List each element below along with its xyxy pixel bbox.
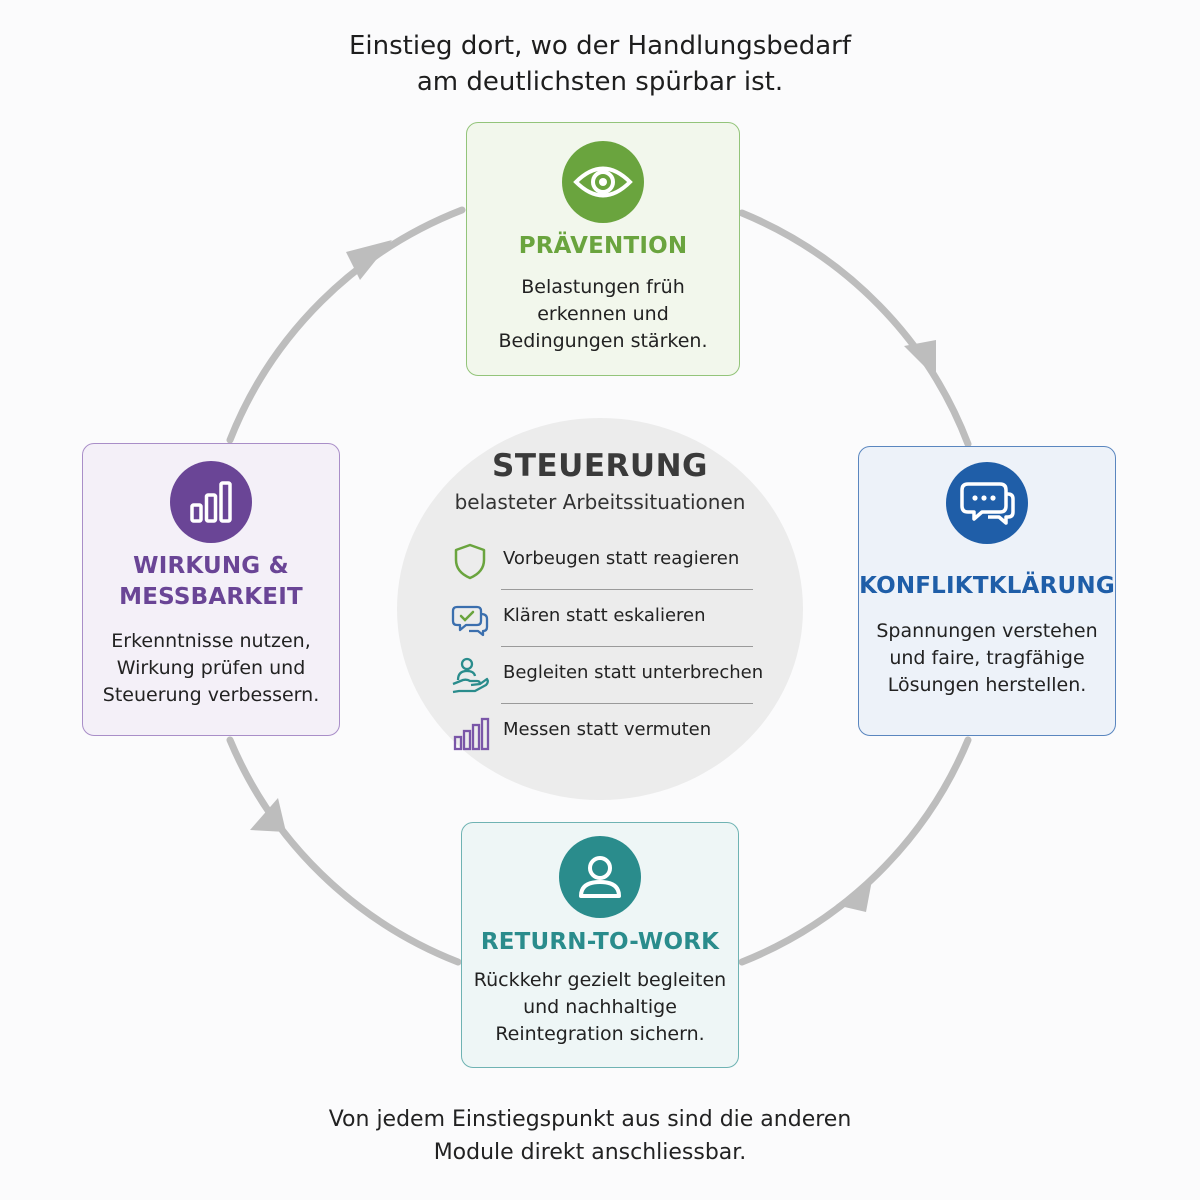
description-line: und nachhaltige	[523, 996, 677, 1018]
description-line: erkennen und	[537, 303, 669, 325]
headline: Einstieg dort, wo der Handlungsbedarf am…	[0, 28, 1200, 100]
module-card-wirkung-messbarkeit[interactable]: WIRKUNG & MESSBARKEIT Erkenntnisse nutze…	[82, 443, 340, 736]
arrow-bottom-right	[836, 880, 872, 912]
description-line: Erkenntnisse nutzen,	[111, 630, 311, 652]
arrow-top-right	[904, 340, 936, 378]
principle-label: Messen statt vermuten	[503, 719, 712, 740]
center-title: STEUERUNG	[492, 448, 708, 484]
title-line: MESSBARKEIT	[119, 584, 303, 610]
bar-chart-icon	[453, 717, 490, 751]
person-hand-icon	[452, 657, 489, 694]
center-steuerung: STEUERUNG belasteter Arbeitssituationen …	[397, 418, 803, 800]
module-description: Rückkehr gezielt begleiten und nachhalti…	[462, 967, 738, 1048]
ring-arc-bottom-right	[738, 736, 972, 966]
divider	[501, 646, 753, 647]
arrow-top-left	[346, 240, 392, 280]
description-line: Steuerung verbessern.	[102, 684, 320, 706]
principle-label: Begleiten statt unterbrechen	[503, 662, 764, 683]
module-title: PRÄVENTION	[518, 233, 688, 259]
headline-line-1: Einstieg dort, wo der Handlungsbedarf	[348, 31, 852, 61]
description-line: Rückkehr gezielt begleiten	[473, 969, 727, 991]
description-line: Belastungen früh	[521, 276, 685, 298]
person-icon	[559, 836, 641, 918]
principle-item: Messen statt vermuten	[449, 705, 755, 761]
description-line: und faire, tragfähige	[889, 647, 1085, 669]
chat-bubbles-icon	[946, 462, 1028, 544]
module-description: Erkenntnisse nutzen, Wirkung prüfen und …	[83, 628, 339, 709]
description-line: Bedingungen stärken.	[498, 330, 708, 352]
module-card-konfliktklaerung[interactable]: KONFLIKTKLÄRUNG Spannungen verstehen und…	[858, 446, 1116, 736]
footer-line-1: Von jedem Einstiegspunkt aus sind die an…	[328, 1107, 852, 1132]
module-title: KONFLIKTKLÄRUNG	[859, 573, 1115, 599]
title-line: WIRKUNG &	[133, 553, 289, 579]
ring-arc-top-left	[226, 206, 466, 444]
bar-chart-icon	[170, 461, 252, 543]
description-line: Reintegration sichern.	[495, 1023, 705, 1045]
principle-label: Klären statt eskalieren	[503, 605, 706, 626]
description-line: Spannungen verstehen	[876, 620, 1098, 642]
module-card-praevention[interactable]: PRÄVENTION Belastungen früh erkennen und…	[466, 122, 740, 376]
module-title: RETURN-TO-WORK	[480, 929, 720, 955]
ring-arc-bottom-left	[226, 736, 462, 966]
ring-arc-top-right	[738, 209, 972, 448]
module-description: Spannungen verstehen und faire, tragfähi…	[859, 618, 1115, 699]
module-title: WIRKUNG & MESSBARKEIT	[83, 551, 339, 613]
module-description: Belastungen früh erkennen und Bedingunge…	[467, 274, 739, 355]
arrow-bottom-left	[250, 798, 286, 832]
divider	[501, 589, 753, 590]
chat-check-icon	[451, 605, 489, 637]
principle-item: Begleiten statt unterbrechen	[449, 648, 763, 704]
description-line: Wirkung prüfen und	[116, 657, 306, 679]
principle-item: Klären statt eskalieren	[449, 591, 755, 647]
center-subtitle: belasteter Arbeitssituationen	[454, 490, 746, 514]
module-card-return-to-work[interactable]: RETURN-TO-WORK Rückkehr gezielt begleite…	[461, 822, 739, 1068]
eye-icon	[562, 141, 644, 223]
headline-line-2: am deutlichsten spürbar ist.	[416, 67, 784, 97]
divider	[501, 703, 753, 704]
footer-line-2: Module direkt anschliessbar.	[433, 1140, 747, 1165]
footer-note: Von jedem Einstiegspunkt aus sind die an…	[0, 1103, 1180, 1169]
principle-label: Vorbeugen statt reagieren	[503, 548, 740, 569]
shield-icon	[454, 543, 486, 580]
description-line: Lösungen herstellen.	[887, 674, 1087, 696]
principle-item: Vorbeugen statt reagieren	[449, 534, 755, 590]
